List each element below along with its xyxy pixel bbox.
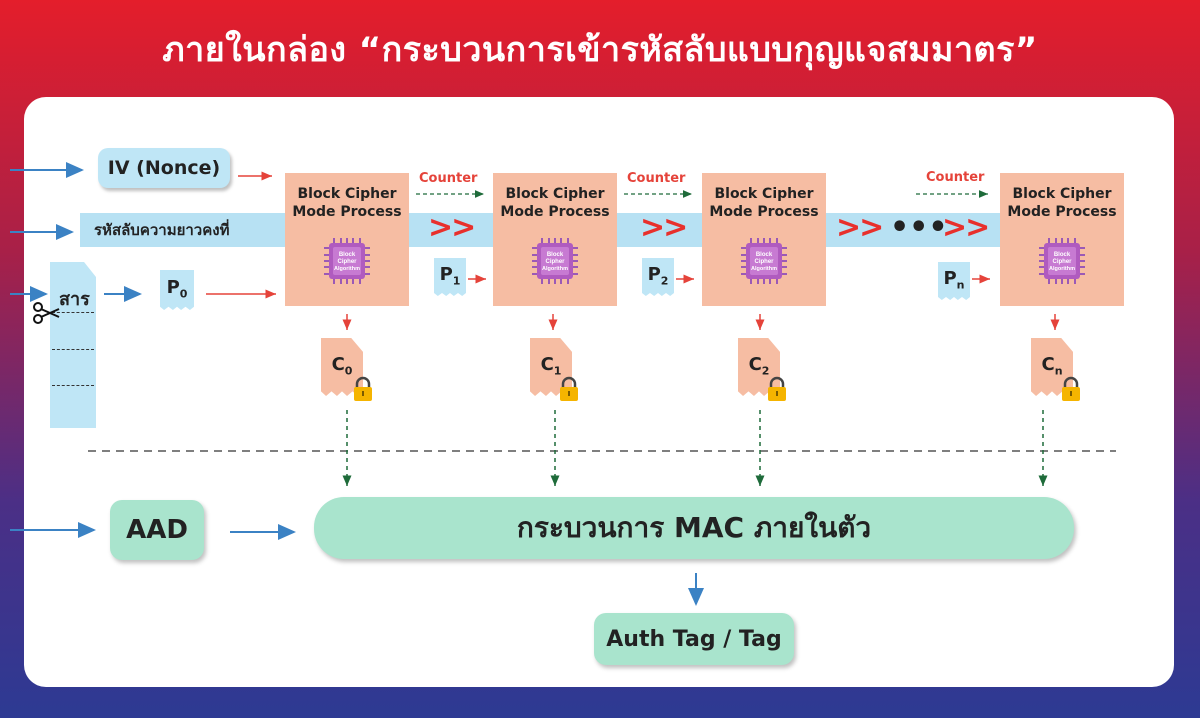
chip-text-3: Algorithm [542, 266, 568, 272]
cut-line [52, 385, 94, 386]
ciphertext-sub: n [1054, 364, 1063, 378]
lock-icon [768, 376, 786, 401]
counter-label-3: Counter [926, 170, 985, 185]
cipher-line1: Block Cipher [714, 186, 814, 202]
plaintext-sub: n [956, 278, 965, 292]
ciphertext-base: C [331, 354, 345, 375]
aad-box: AAD [110, 500, 204, 560]
plaintext-sub: 1 [452, 274, 461, 288]
cipher-line2: Mode Process [292, 204, 402, 220]
plaintext-block-n: Pn [938, 262, 970, 300]
message-document [50, 262, 96, 428]
mac-process-box: กระบวนการ MAC ภายในตัว [314, 497, 1074, 559]
plaintext-block-0: P0 [160, 270, 194, 310]
ciphertext-block-1: C1 [530, 338, 572, 396]
plaintext-sub: 2 [660, 274, 669, 288]
scissors-icon [33, 302, 60, 324]
ciphertext-sub: 2 [761, 364, 770, 378]
secret-key-label: รหัสลับความยาวคงที่ [94, 221, 230, 239]
plaintext-block-2: P2 [642, 258, 674, 296]
chip-text-1: Block [756, 252, 773, 258]
lock-icon [1062, 376, 1080, 401]
counter-label-2: Counter [627, 171, 686, 186]
plaintext-base: P [439, 264, 453, 285]
message-label: สาร [59, 289, 90, 310]
cut-line [52, 312, 94, 313]
lock-icon [354, 376, 372, 401]
chip-icon: Block Cipher Algorithm [532, 238, 578, 284]
chip-icon: Block Cipher Algorithm [1039, 238, 1085, 284]
page-title: ภายในกล่อง “กระบวนการเข้ารหัสลับแบบกุญแจ… [162, 30, 1038, 70]
ciphertext-base: C [540, 354, 554, 375]
ciphertext-sub: 1 [553, 364, 562, 378]
cipher-line1: Block Cipher [1012, 186, 1112, 202]
chip-text-3: Algorithm [751, 266, 777, 272]
flow-arrow-1: >> [428, 210, 476, 245]
ciphertext-base: C [748, 354, 762, 375]
chip-icon: Block Cipher Algorithm [741, 238, 787, 284]
ciphertext-block-2: C2 [738, 338, 780, 396]
ellipsis: ••• [890, 210, 948, 245]
chip-text-2: Cipher [545, 259, 565, 265]
cipher-line2: Mode Process [709, 204, 819, 220]
chip-text-1: Block [547, 252, 564, 258]
chip-text-2: Cipher [337, 259, 357, 265]
chip-text-3: Algorithm [1049, 266, 1075, 272]
chip-text-2: Cipher [754, 259, 774, 265]
cipher-line1: Block Cipher [505, 186, 605, 202]
auth-tag-box: Auth Tag / Tag [594, 613, 794, 665]
chip-icon: Block Cipher Algorithm [324, 238, 370, 284]
flow-arrow-4: >> [942, 210, 990, 245]
cipher-line2: Mode Process [500, 204, 610, 220]
counter-label-1: Counter [419, 171, 478, 186]
cipher-line1: Block Cipher [297, 186, 397, 202]
chip-text-3: Algorithm [334, 266, 360, 272]
plaintext-base: P [166, 277, 180, 298]
ciphertext-base: C [1041, 354, 1055, 375]
iv-nonce-box: IV (Nonce) [98, 148, 230, 188]
chip-text-1: Block [1054, 252, 1071, 258]
plaintext-sub: 0 [179, 287, 188, 301]
ciphertext-sub: 0 [344, 364, 353, 378]
cipher-line2: Mode Process [1007, 204, 1117, 220]
chip-text-1: Block [339, 252, 356, 258]
lock-icon [560, 376, 578, 401]
flow-arrow-3: >> [836, 210, 884, 245]
plaintext-block-1: P1 [434, 258, 466, 296]
plaintext-base: P [647, 264, 661, 285]
chip-text-2: Cipher [1052, 259, 1072, 265]
plaintext-base: P [943, 268, 957, 289]
cut-line [52, 349, 94, 350]
flow-arrow-2: >> [640, 210, 688, 245]
